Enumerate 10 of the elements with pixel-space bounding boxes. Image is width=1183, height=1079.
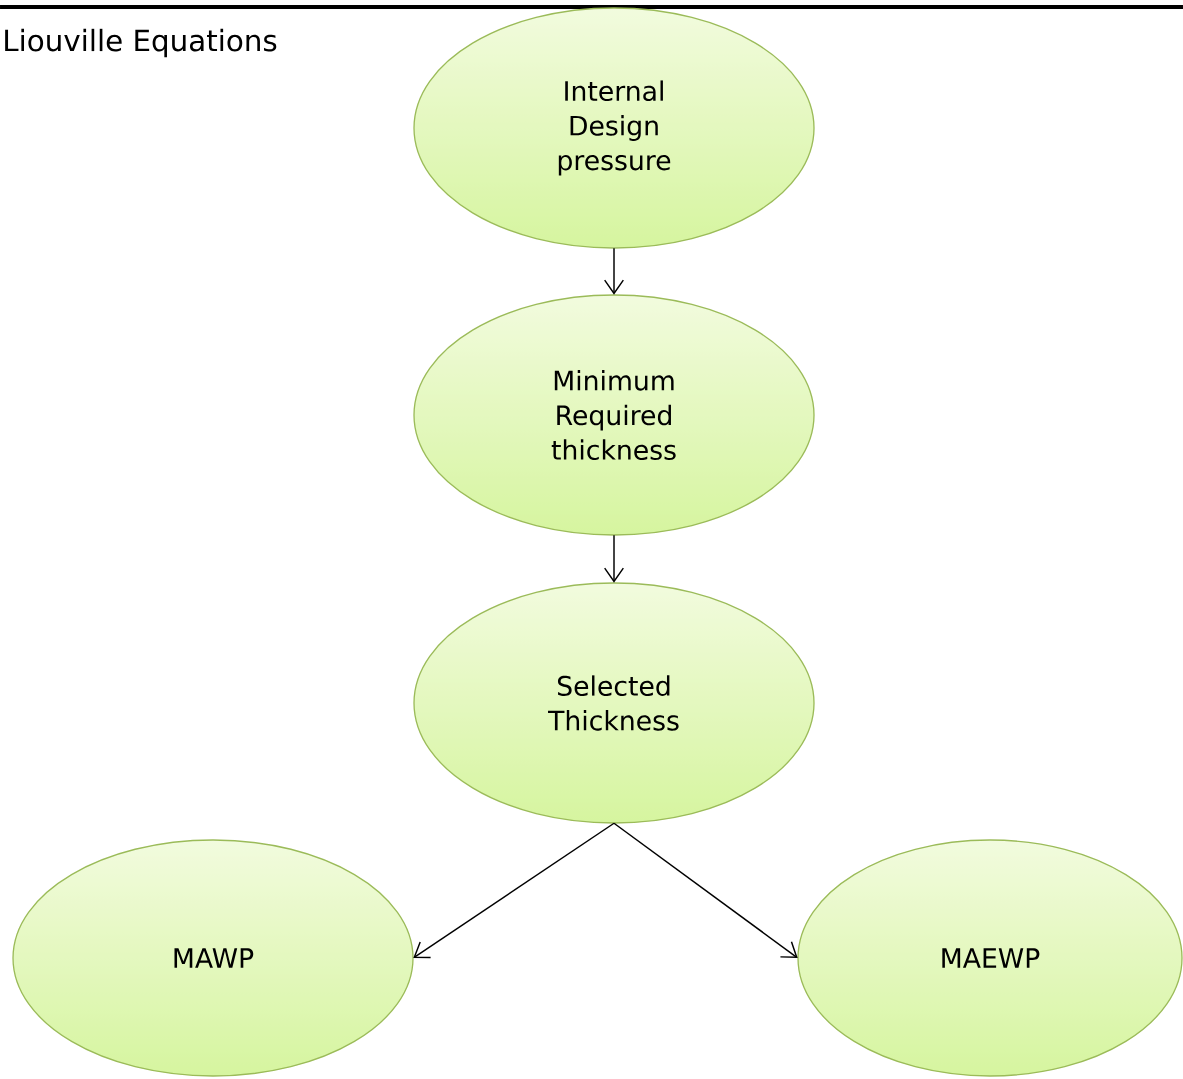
ellipse-node: Selected Thickness: [413, 582, 815, 824]
ellipse-node: MAWP: [12, 839, 414, 1077]
arrow: [603, 247, 625, 295]
arrow: [613, 822, 798, 958]
arrow: [413, 822, 615, 959]
ellipse-node: MAEWP: [797, 839, 1183, 1077]
ellipse-node: Internal Design pressure: [413, 7, 815, 249]
arrow: [603, 534, 625, 583]
title: Liouville Equations: [5, 28, 277, 58]
ellipse-node: Minimum Required thickness: [413, 294, 815, 536]
